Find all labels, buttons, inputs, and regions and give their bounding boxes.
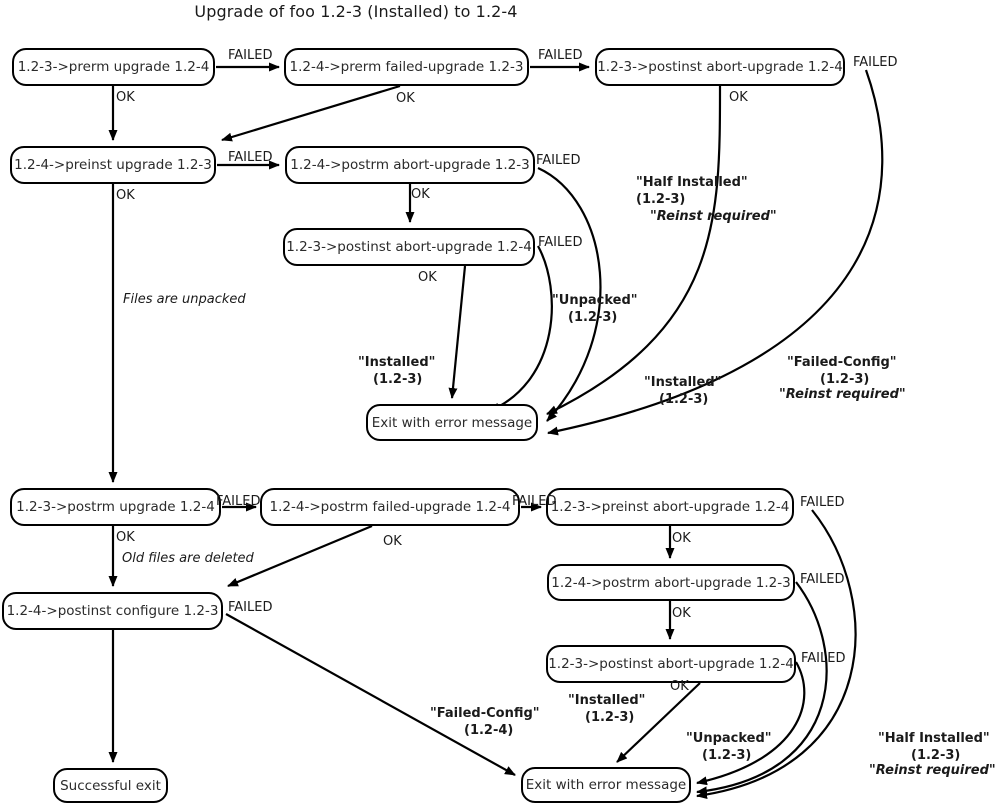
edge-label-e1: FAILED [228, 48, 273, 63]
edge-label-e7: FAILED [228, 150, 273, 165]
edge-label-e4: OK [116, 90, 135, 105]
edge-label-e20: (1.2-3) [373, 372, 423, 387]
edge-label-e11: "Half Installed" [636, 175, 748, 190]
edge-label-e8: FAILED [536, 153, 581, 168]
node-n7[interactable]: Exit with error message [366, 404, 538, 441]
edge-label-e12: (1.2-3) [636, 192, 686, 207]
node-n3[interactable]: 1.2-3->postinst abort-upgrade 1.2-4 [595, 48, 845, 86]
edge-label-e38: "Installed" [568, 693, 646, 708]
edge-label-e28: FAILED [800, 495, 845, 510]
edge-label-e2: FAILED [538, 48, 583, 63]
node-n1[interactable]: 1.2-3->prerm upgrade 1.2-4 [12, 48, 215, 86]
node-n13[interactable]: 1.2-3->postinst abort-upgrade 1.2-4 [546, 645, 796, 683]
node-n12[interactable]: 1.2-4->postrm abort-upgrade 1.2-3 [547, 564, 795, 601]
edge-label-e17: "Unpacked" [552, 293, 638, 308]
edge-label-e25: "Reinst required" [779, 387, 906, 402]
edge-label-e39: (1.2-3) [585, 710, 635, 725]
edge-label-e24: (1.2-3) [820, 372, 870, 387]
edge-label-e40: "Failed-Config" [430, 706, 540, 721]
edge-label-e16: Files are unpacked [123, 292, 246, 307]
edge-label-e34: FAILED [800, 572, 845, 587]
node-n14[interactable]: Successful exit [53, 768, 168, 803]
edge-label-e22: (1.2-3) [659, 392, 709, 407]
node-n11[interactable]: 1.2-4->postinst configure 1.2-3 [2, 592, 223, 630]
node-n5[interactable]: 1.2-4->postrm abort-upgrade 1.2-3 [285, 146, 535, 184]
edge-label-e43: (1.2-3) [702, 748, 752, 763]
edge-label-e6: OK [729, 90, 748, 105]
edge-label-e29: OK [116, 530, 135, 545]
edge-label-e21: "Installed" [644, 375, 722, 390]
edge-label-e26: FAILED [216, 494, 261, 509]
edge-label-e46: "Reinst required" [869, 763, 996, 778]
node-n2[interactable]: 1.2-4->prerm failed-upgrade 1.2-3 [284, 48, 529, 86]
edge-label-e19: "Installed" [358, 355, 436, 370]
edge-label-e45: (1.2-3) [911, 748, 961, 763]
node-n9[interactable]: 1.2-4->postrm failed-upgrade 1.2-4 [260, 488, 520, 526]
node-n15[interactable]: Exit with error message [521, 767, 691, 803]
edge-label-e18: (1.2-3) [568, 310, 618, 325]
edge-label-e31: OK [672, 531, 691, 546]
page-title: Upgrade of foo 1.2-3 (Installed) to 1.2-… [194, 2, 518, 21]
node-n4[interactable]: 1.2-4->preinst upgrade 1.2-3 [10, 146, 216, 184]
edge-label-e5: OK [396, 91, 415, 106]
edge-label-e35: OK [672, 606, 691, 621]
edge-label-e42: "Unpacked" [686, 731, 772, 746]
edge-label-e37: OK [670, 679, 689, 694]
edge-label-e13: "Reinst required" [650, 209, 777, 224]
node-n6[interactable]: 1.2-3->postinst abort-upgrade 1.2-4 [283, 228, 535, 266]
edge-label-e27: FAILED [512, 494, 557, 509]
edge-label-e41: (1.2-4) [464, 723, 514, 738]
edge-label-e30: OK [383, 534, 402, 549]
edge-label-e10: OK [116, 188, 135, 203]
edge-label-e36: FAILED [801, 651, 846, 666]
node-n10[interactable]: 1.2-3->preinst abort-upgrade 1.2-4 [546, 488, 794, 526]
node-n8[interactable]: 1.2-3->postrm upgrade 1.2-4 [10, 488, 221, 526]
edge-label-e3: FAILED [853, 55, 898, 70]
edge-label-e23: "Failed-Config" [787, 355, 897, 370]
edge-label-e44: "Half Installed" [878, 731, 990, 746]
edge-label-e33: FAILED [228, 600, 273, 615]
edge-label-e14: FAILED [538, 235, 583, 250]
edge-label-e9: OK [411, 187, 430, 202]
edge-label-e32: Old files are deleted [122, 551, 254, 566]
edge-label-e15: OK [418, 270, 437, 285]
